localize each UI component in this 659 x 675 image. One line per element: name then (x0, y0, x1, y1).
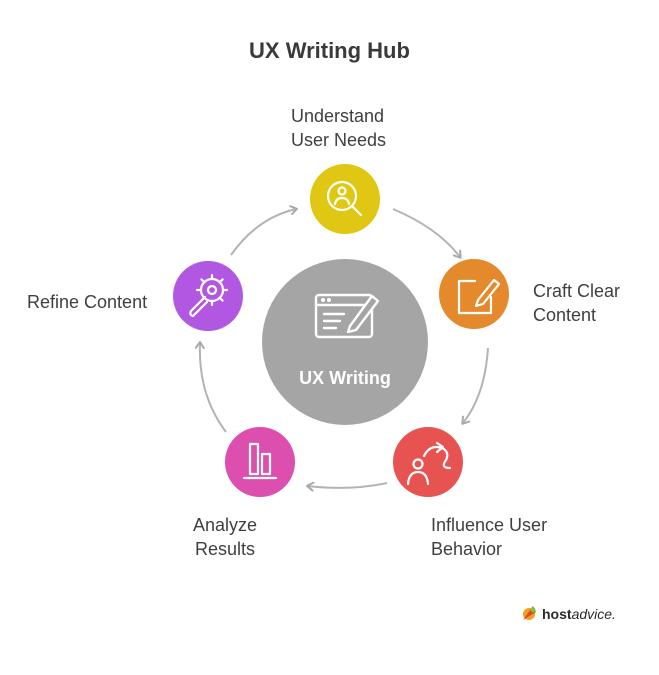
arrow-3-to-4 (306, 481, 388, 492)
diagram-title: UX Writing Hub (249, 38, 410, 63)
step-label-line: Content (533, 305, 597, 325)
step-label-craft: Craft Clear Content (533, 279, 620, 327)
person-path-icon (406, 441, 452, 486)
step-circle-analyze (225, 427, 295, 497)
arrow-4-to-5 (194, 341, 227, 433)
document-edit-icon (314, 293, 380, 339)
step-circle-craft (439, 259, 509, 329)
gear-wrench-icon (189, 273, 229, 318)
center-hub-label: UX Writing (299, 368, 391, 388)
magnifier-person-icon (326, 180, 363, 217)
step-label-line: Influence User (431, 515, 548, 535)
step-circle-influence (393, 427, 463, 497)
brand-logo: hostadvice. (542, 603, 616, 625)
step-label-line: Results (194, 539, 256, 559)
step-label-influence: Influence User Behavior (431, 513, 547, 561)
step-label-refine: Refine Content (27, 290, 147, 314)
bar-chart-icon (242, 442, 278, 480)
step-label-line: User Needs (291, 130, 387, 150)
step-label-understand: Understand User Needs (291, 104, 386, 152)
step-label-analyze: Analyze Results (189, 513, 261, 561)
step-circle-refine (173, 261, 243, 331)
arrow-5-to-1 (230, 205, 298, 256)
arrow-2-to-3 (461, 347, 489, 425)
step-label-line: Craft Clear (533, 281, 621, 301)
step-label-line: Refine Content (27, 292, 148, 312)
step-label-line: Understand (291, 106, 385, 126)
center-hub-circle (262, 259, 428, 425)
pencil-square-icon (457, 278, 501, 315)
step-label-line: Analyze (192, 515, 258, 535)
brand-wordmark: hostadvice. (542, 606, 616, 622)
step-label-line: Behavior (431, 539, 503, 559)
arrow-1-to-2 (392, 208, 462, 259)
hostadvice-logo-icon (523, 606, 536, 620)
